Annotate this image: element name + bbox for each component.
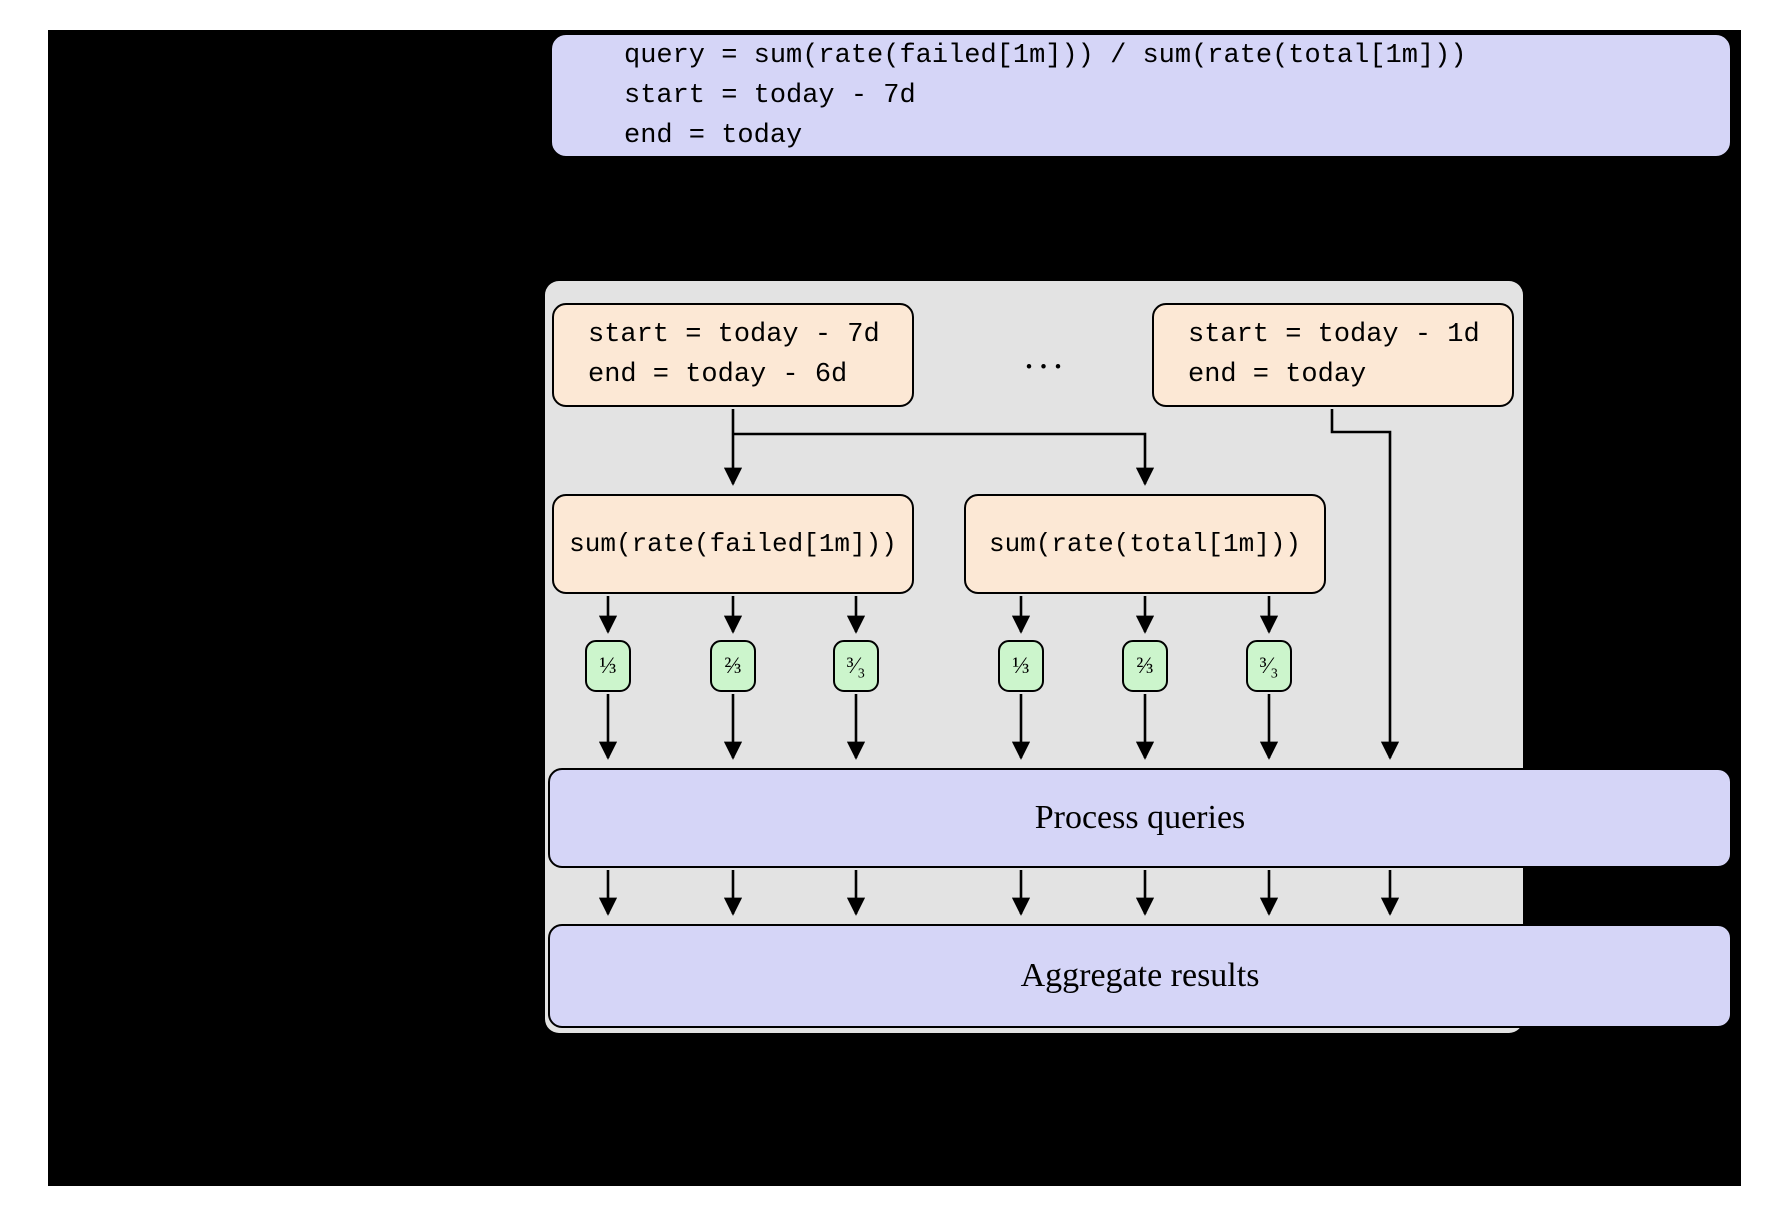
interval-box-last: start = today - 1d end = today — [1152, 303, 1514, 407]
page-margin-bottom — [0, 1186, 1789, 1216]
shard-chip-failed-2: ⅔ — [710, 640, 756, 692]
stage-box-process-queries: Process queries — [548, 768, 1732, 868]
page-margin-right — [1741, 0, 1789, 1216]
stage-box-aggregate-results: Aggregate results — [548, 924, 1732, 1028]
interval-first-end: end = today - 6d — [588, 360, 848, 390]
shard-chip-failed-1: ⅓ — [585, 640, 631, 692]
query-line-end: end = today — [624, 120, 803, 151]
ellipsis-label: ... — [1024, 335, 1068, 377]
metric-total-label: sum(rate(total[1m])) — [988, 529, 1302, 559]
interval-last-end: end = today — [1188, 360, 1367, 390]
query-definition-box: query = sum(rate(failed[1m])) / sum(rate… — [550, 33, 1732, 158]
interval-box-first: start = today - 7d end = today - 6d — [552, 303, 914, 407]
shard-chip-total-2: ⅔ — [1122, 640, 1168, 692]
query-line-start: start = today - 7d — [624, 80, 916, 111]
interval-first-start: start = today - 7d — [588, 320, 880, 350]
stage-process-label: Process queries — [1034, 799, 1246, 836]
metric-failed-label: sum(rate(failed[1m])) — [569, 529, 897, 559]
page-margin-left — [0, 0, 48, 1216]
metric-box-failed: sum(rate(failed[1m])) — [552, 494, 914, 594]
shard-chip-total-3: ³⁄₃ — [1246, 640, 1292, 692]
metric-box-total: sum(rate(total[1m])) — [964, 494, 1326, 594]
interval-last-start: start = today - 1d — [1188, 320, 1480, 350]
shard-chip-failed-3: ³⁄₃ — [833, 640, 879, 692]
stage-aggregate-label: Aggregate results — [1020, 957, 1260, 994]
query-line-query: query = sum(rate(failed[1m])) / sum(rate… — [624, 40, 1467, 71]
shard-chip-total-1: ⅓ — [998, 640, 1044, 692]
page-margin-top — [0, 0, 1789, 30]
